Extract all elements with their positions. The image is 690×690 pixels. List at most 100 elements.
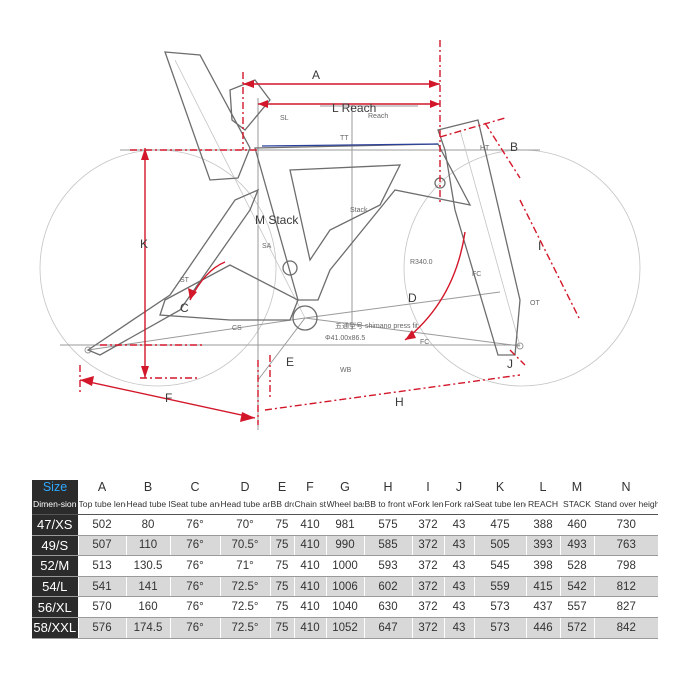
cell-h: 630 bbox=[363, 596, 412, 618]
column-letter-h: H bbox=[383, 480, 393, 494]
column-name-a: Top tube length bbox=[77, 494, 126, 515]
reach-reference-line bbox=[261, 143, 439, 147]
cell-b: 80 bbox=[125, 514, 170, 536]
cell-d: 72.5° bbox=[219, 576, 270, 598]
cell-m: 557 bbox=[559, 596, 594, 618]
label-b: B bbox=[510, 140, 518, 154]
cell-k: 505 bbox=[473, 535, 526, 557]
cell-g: 1052 bbox=[325, 617, 364, 639]
label-sa: SA bbox=[262, 243, 272, 250]
cell-n: 812 bbox=[593, 576, 658, 598]
cell-d: 70.5° bbox=[219, 535, 270, 557]
bike-frame bbox=[86, 51, 521, 356]
cell-h: 602 bbox=[363, 576, 412, 598]
column-letter-n: N bbox=[621, 480, 631, 494]
cell-d: 72.5° bbox=[219, 617, 270, 639]
column-name-l: REACH bbox=[525, 494, 560, 515]
column-name-b: Head tube length bbox=[125, 494, 170, 515]
cell-j: 43 bbox=[443, 617, 474, 639]
cell-i: 372 bbox=[411, 555, 444, 577]
cell-b: 110 bbox=[125, 535, 170, 557]
column-letter-g: G bbox=[340, 480, 350, 494]
cell-c: 76° bbox=[169, 596, 220, 618]
size-label: 47/XS bbox=[32, 514, 78, 536]
label-k: K bbox=[140, 237, 148, 251]
frame-geometry-diagram: A L Reach B M Stack K I D C E J F H SL R… bbox=[39, 40, 641, 430]
cell-a: 507 bbox=[77, 535, 126, 557]
cell-a: 576 bbox=[77, 617, 126, 639]
cell-a: 502 bbox=[77, 514, 126, 536]
cell-b: 130.5 bbox=[125, 555, 170, 577]
cell-j: 43 bbox=[443, 576, 474, 598]
cell-n: 842 bbox=[593, 617, 658, 639]
column-letter-i: I bbox=[426, 480, 430, 494]
column-letter-m: M bbox=[571, 480, 583, 494]
diagram-labels: A L Reach B M Stack K I D C E J F H SL R… bbox=[140, 68, 541, 409]
cell-a: 513 bbox=[77, 555, 126, 577]
cell-j: 43 bbox=[443, 555, 474, 577]
cell-f: 410 bbox=[293, 535, 326, 557]
size-label: 56/XL bbox=[32, 596, 78, 618]
label-e: E bbox=[286, 355, 294, 369]
label-h: H bbox=[395, 395, 404, 409]
label-tt: TT bbox=[340, 135, 349, 142]
label-bb-note: 五通型号 shimano press fit bbox=[335, 321, 418, 330]
column-name-i: Fork length bbox=[411, 494, 444, 515]
cell-l: 415 bbox=[525, 576, 560, 598]
column-name-f: Chain stay bbox=[293, 494, 326, 515]
size-label: 54/L bbox=[32, 576, 78, 598]
cell-e: 75 bbox=[269, 617, 294, 639]
cell-e: 75 bbox=[269, 576, 294, 598]
column-letter-f: F bbox=[306, 480, 314, 494]
cell-f: 410 bbox=[293, 617, 326, 639]
cell-i: 372 bbox=[411, 576, 444, 598]
cell-l: 393 bbox=[525, 535, 560, 557]
cell-n: 827 bbox=[593, 596, 658, 618]
cell-m: 493 bbox=[559, 535, 594, 557]
label-ot: OT bbox=[530, 300, 540, 307]
cell-k: 545 bbox=[473, 555, 526, 577]
size-label: 58/XXL bbox=[32, 617, 78, 639]
column-name-c: Seat tube angle bbox=[169, 494, 220, 515]
cell-m: 528 bbox=[559, 555, 594, 577]
label-fc-fork: FC bbox=[472, 271, 481, 278]
column-letter-k: K bbox=[495, 480, 505, 494]
cell-f: 410 bbox=[293, 596, 326, 618]
cell-c: 76° bbox=[169, 535, 220, 557]
cell-d: 72.5° bbox=[219, 596, 270, 618]
column-letter-c: C bbox=[190, 480, 200, 494]
column-letter-a: A bbox=[97, 480, 107, 494]
cell-n: 798 bbox=[593, 555, 658, 577]
dimension-header: Dimen-sion bbox=[32, 494, 78, 515]
cell-l: 388 bbox=[525, 514, 560, 536]
cell-e: 75 bbox=[269, 596, 294, 618]
label-wb: WB bbox=[340, 367, 352, 374]
column-letter-l: L bbox=[539, 480, 547, 494]
label-ht: HT bbox=[480, 145, 490, 152]
cell-f: 410 bbox=[293, 514, 326, 536]
cell-c: 76° bbox=[169, 576, 220, 598]
cell-l: 437 bbox=[525, 596, 560, 618]
cell-k: 573 bbox=[473, 617, 526, 639]
label-bb-size: Φ41.00x86.5 bbox=[325, 335, 365, 342]
cell-g: 1006 bbox=[325, 576, 364, 598]
cell-m: 572 bbox=[559, 617, 594, 639]
column-name-j: Fork rake bbox=[443, 494, 474, 515]
column-name-m: STACK bbox=[559, 494, 594, 515]
column-name-n: Stand over height bbox=[593, 494, 658, 515]
cell-j: 43 bbox=[443, 535, 474, 557]
cell-i: 372 bbox=[411, 514, 444, 536]
column-letter-b: B bbox=[143, 480, 153, 494]
column-name-h: BB to front wheel bbox=[363, 494, 412, 515]
cell-h: 575 bbox=[363, 514, 412, 536]
cell-k: 559 bbox=[473, 576, 526, 598]
cell-l: 398 bbox=[525, 555, 560, 577]
label-r340: R340.0 bbox=[410, 259, 433, 266]
label-stack: Stack bbox=[350, 207, 368, 214]
